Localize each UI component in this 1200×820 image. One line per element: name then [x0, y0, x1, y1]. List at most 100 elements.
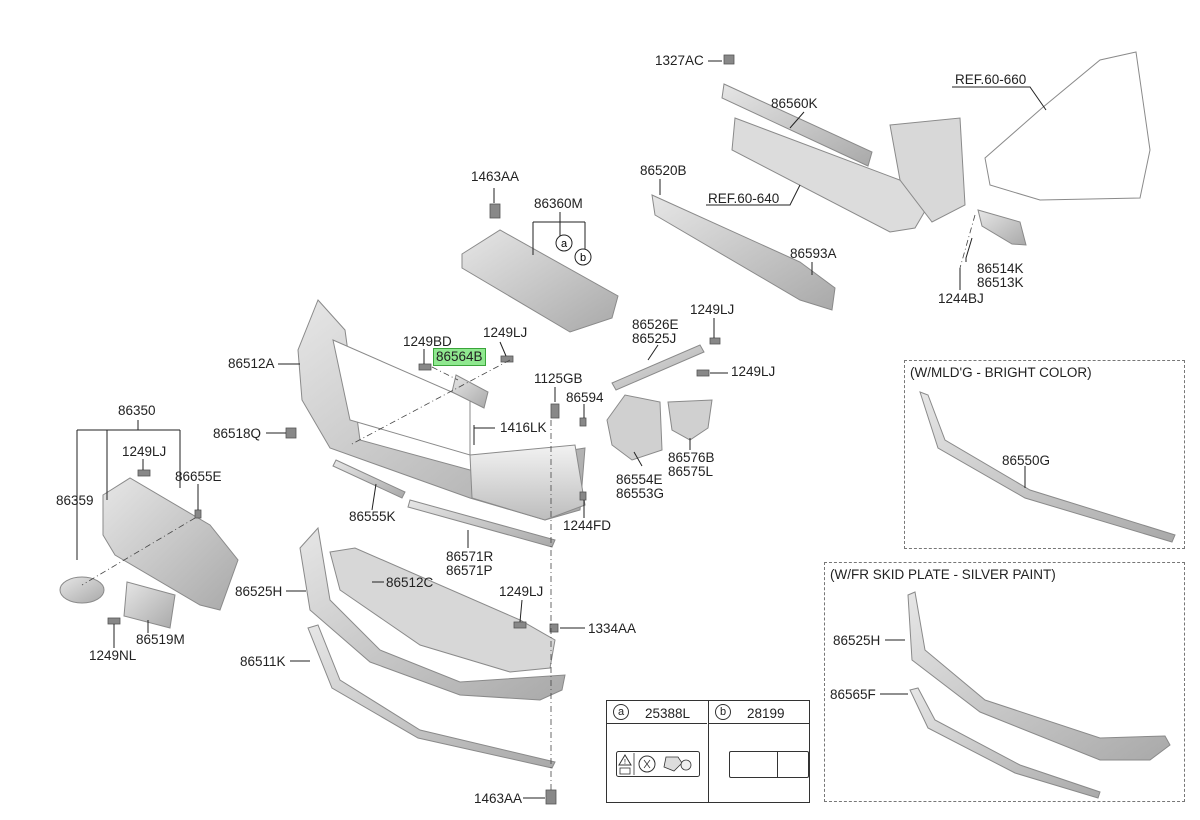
label-86518q[interactable]: 86518Q: [213, 426, 262, 441]
skid-86565f-shape: [909, 687, 1101, 799]
energy-absorber-86520b-shape: [651, 194, 836, 311]
label-1463aa-bottom[interactable]: 1463AA: [474, 791, 523, 806]
leader-1416lk: [473, 425, 495, 445]
fastener-1327ac: [723, 54, 735, 65]
label-86571p[interactable]: 86571P: [446, 562, 493, 578]
legend-header-b: b 28199: [709, 701, 809, 724]
label-1125gb[interactable]: 1125GB: [534, 371, 583, 386]
bracket-86576b-shape: [667, 399, 713, 441]
legend-code-28199[interactable]: 28199: [747, 706, 785, 721]
label-86512c[interactable]: 86512C: [386, 575, 434, 590]
label-86554e[interactable]: 86554E: [616, 472, 663, 487]
fastener-1249bd: [418, 363, 432, 371]
inset-skid-title: (W/FR SKID PLATE - SILVER PAINT): [830, 567, 1056, 582]
assembly-line-86564b: [431, 366, 459, 381]
callout-circle-a: [555, 234, 573, 252]
fastener-1244fd: [579, 491, 587, 501]
label-86655e[interactable]: 86655E: [175, 469, 222, 484]
strip-86511k-shape: [307, 624, 556, 769]
label-1249bd[interactable]: 1249BD: [403, 334, 452, 349]
label-86514k[interactable]: 86514K: [977, 261, 1024, 276]
fastener-86518q: [285, 427, 297, 439]
fastener-1249lj-a: [500, 355, 514, 363]
label-86554e-86553g[interactable]: 86554E 86553G: [616, 473, 664, 500]
leader-1249lj-e: [519, 599, 523, 623]
label-ref-60-640[interactable]: REF.60-640: [708, 191, 780, 206]
label-1249lj-d[interactable]: 1249LJ: [122, 444, 167, 459]
bumper-side-right-shape: [469, 444, 586, 521]
strip-86560k-shape: [721, 83, 873, 167]
label-86526e[interactable]: 86526E: [632, 317, 679, 332]
leader-86554e: [633, 451, 643, 467]
label-86360m[interactable]: 86360M: [534, 196, 583, 211]
leader-86350: [76, 420, 181, 560]
label-86519m[interactable]: 86519M: [136, 632, 185, 647]
label-86560k[interactable]: 86560K: [771, 96, 818, 111]
leader-ref-60-660: [952, 86, 1047, 111]
fastener-86594: [579, 417, 587, 427]
warning-label-icon: !: [616, 751, 700, 777]
label-1244fd[interactable]: 1244FD: [563, 518, 612, 533]
emblem-86359-shape: [59, 576, 105, 604]
label-1327ac[interactable]: 1327AC: [655, 53, 704, 68]
label-86571r[interactable]: 86571R: [446, 549, 494, 564]
strip-86555k-shape: [332, 459, 406, 499]
label-ref-60-660[interactable]: REF.60-660: [955, 72, 1027, 87]
label-1334aa[interactable]: 1334AA: [588, 621, 637, 636]
label-86576b-86575l[interactable]: 86576B 86575L: [668, 451, 715, 478]
label-86512a[interactable]: 86512A: [228, 356, 275, 371]
label-86520b[interactable]: 86520B: [640, 163, 687, 178]
label-1249lj-c[interactable]: 1249LJ: [731, 364, 776, 379]
assembly-line-grille: [81, 517, 196, 586]
label-1244bj[interactable]: 1244BJ: [938, 291, 984, 306]
leader-ref-60-640: [706, 184, 801, 206]
label-86359[interactable]: 86359: [56, 493, 94, 508]
label-1249lj-a[interactable]: 1249LJ: [483, 325, 528, 340]
fastener-1463aa-bottom: [545, 789, 557, 805]
label-86350[interactable]: 86350: [118, 403, 156, 418]
callout-label-b: b: [580, 252, 586, 264]
fastener-1249lj-e: [513, 621, 527, 629]
assembly-line-fender: [959, 214, 976, 269]
label-86525h-inset[interactable]: 86525H: [833, 633, 881, 648]
label-86593a[interactable]: 86593A: [790, 246, 837, 261]
label-86564b[interactable]: 86564B: [433, 348, 486, 366]
label-86575l[interactable]: 86575L: [668, 463, 714, 479]
strip-86526e-shape: [611, 344, 705, 391]
label-86525h[interactable]: 86525H: [235, 584, 283, 599]
bracket-86554e-shape: [606, 394, 663, 461]
leader-86514k: [965, 237, 973, 262]
label-86565f[interactable]: 86565F: [830, 687, 876, 702]
callout-label-a: a: [561, 238, 568, 250]
carrier-upright-shape: [889, 117, 966, 223]
leader-86526e: [647, 344, 659, 361]
legend-code-25388l[interactable]: 25388L: [645, 706, 691, 721]
label-86525j[interactable]: 86525J: [632, 330, 677, 346]
label-1463aa-top[interactable]: 1463AA: [471, 169, 520, 184]
leader-86560k: [789, 111, 805, 129]
inset-mldg-title: (W/MLD'G - BRIGHT COLOR): [910, 365, 1092, 380]
label-86555k[interactable]: 86555K: [349, 509, 396, 524]
svg-text:!: !: [624, 759, 626, 766]
fastener-1125gb: [550, 403, 560, 419]
side-bracket-86514k-shape: [977, 209, 1027, 246]
leader-1249lj-a: [499, 341, 507, 357]
strip-86571r-shape: [407, 499, 556, 548]
label-86594[interactable]: 86594: [566, 390, 604, 405]
fastener-1249nl: [107, 617, 121, 625]
label-86511k[interactable]: 86511K: [240, 654, 286, 669]
label-86553g[interactable]: 86553G: [616, 485, 665, 501]
label-86550g[interactable]: 86550G: [1002, 453, 1051, 468]
label-1416lk[interactable]: 1416LK: [500, 420, 547, 435]
label-86526e-86525j[interactable]: 86526E 86525J: [632, 318, 679, 345]
legend-header-a: a 25388L: [607, 701, 707, 724]
label-1249lj-e[interactable]: 1249LJ: [499, 584, 544, 599]
label-86514k-86513k[interactable]: 86514K 86513K: [977, 262, 1024, 289]
label-1249lj-b[interactable]: 1249LJ: [690, 302, 735, 317]
assembly-line-bumper: [349, 359, 511, 446]
label-86513k[interactable]: 86513K: [977, 274, 1024, 290]
label-1249nl[interactable]: 1249NL: [89, 648, 137, 663]
label-86576b[interactable]: 86576B: [668, 450, 715, 465]
label-86571r-86571p[interactable]: 86571R 86571P: [446, 550, 493, 577]
